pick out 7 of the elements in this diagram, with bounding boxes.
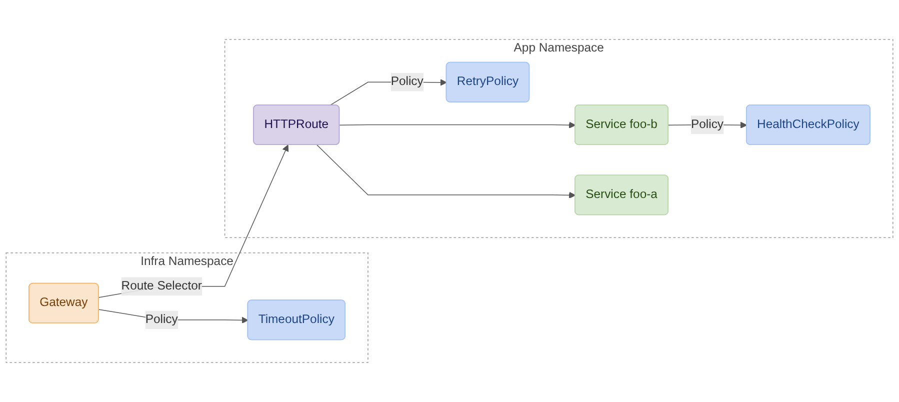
edge-label: Policy xyxy=(390,75,424,88)
arrow xyxy=(316,144,576,199)
arrow xyxy=(339,122,576,128)
edge-label: Policy xyxy=(145,313,178,326)
edge-label: Route Selector xyxy=(121,279,202,292)
edge-label: Policy xyxy=(690,118,724,131)
arrow xyxy=(98,144,289,298)
